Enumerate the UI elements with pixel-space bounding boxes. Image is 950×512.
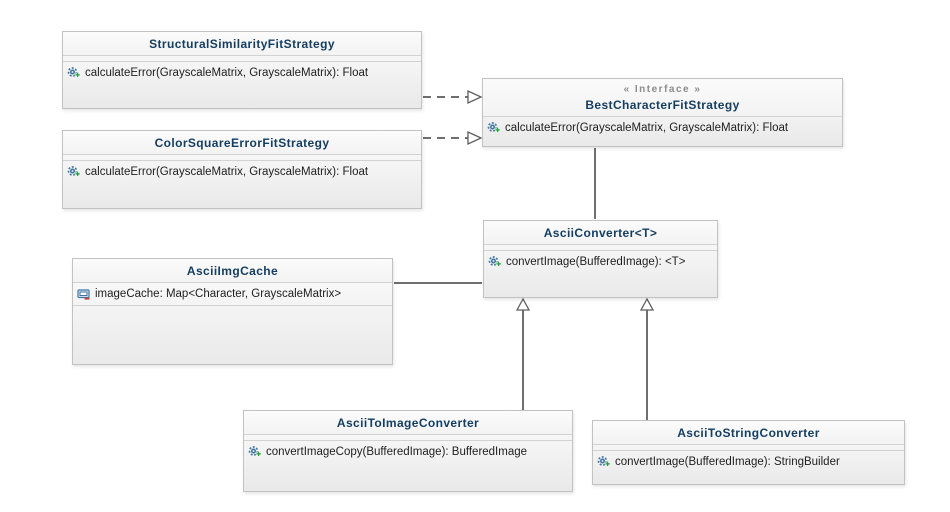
class-name: AsciiToImageConverter [336,416,480,430]
class-best-character-fit-strategy-interface[interactable]: « Interface » BestCharacterFitStrategy c… [482,78,843,147]
class-name: ColorSquareErrorFitStrategy [154,136,330,150]
field-signature: imageCache: Map<Character, GrayscaleMatr… [95,288,342,300]
method-row: calculateError(GrayscaleMatrix, Grayscal… [63,62,421,82]
method-row: calculateError(GrayscaleMatrix, Grayscal… [483,117,842,137]
fields-compartment-empty [484,245,717,251]
class-name: StructuralSimilarityFitStrategy [149,37,335,51]
class-header: StructuralSimilarityFitStrategy [63,32,421,56]
method-signature: convertImageCopy(BufferedImage): Buffere… [266,446,528,458]
method-signature: convertImage(BufferedImage): <T> [506,256,686,268]
class-header: ColorSquareErrorFitStrategy [63,131,421,155]
method-signature: calculateError(GrayscaleMatrix, Grayscal… [85,166,369,178]
class-ascii-to-image-converter[interactable]: AsciiToImageConverter convertImageCopy(B… [243,410,573,492]
class-ascii-to-string-converter[interactable]: AsciiToStringConverter convertImage(Buff… [592,420,905,485]
method-signature: convertImage(BufferedImage): StringBuild… [615,456,840,468]
fields-compartment-empty [63,155,421,161]
method-signature: calculateError(GrayscaleMatrix, Grayscal… [505,122,789,134]
class-header: « Interface » BestCharacterFitStrategy [483,79,842,117]
class-header: AsciiToStringConverter [593,421,904,445]
method-icon [487,122,501,133]
fields-compartment-empty [593,445,904,451]
class-color-square-error-fit-strategy[interactable]: ColorSquareErrorFitStrategy calculateErr… [62,130,422,209]
class-structural-similarity-fit-strategy[interactable]: StructuralSimilarityFitStrategy calculat… [62,31,422,109]
class-name: AsciiImgCache [186,264,279,278]
class-header: AsciiImgCache [73,259,392,283]
field-row: imageCache: Map<Character, GrayscaleMatr… [73,283,392,306]
field-icon [77,288,90,300]
method-icon [597,456,611,467]
class-name: AsciiConverter<T> [543,226,658,240]
method-icon [248,446,262,457]
stereotype-label: « Interface » [623,84,702,95]
generalization-arrowhead-toimage [515,297,531,311]
method-row: convertImage(BufferedImage): StringBuild… [593,451,904,471]
class-ascii-converter[interactable]: AsciiConverter<T> convertImage(BufferedI… [483,220,718,298]
method-row: calculateError(GrayscaleMatrix, Grayscal… [63,161,421,181]
class-header: AsciiConverter<T> [484,221,717,245]
class-header: AsciiToImageConverter [244,411,572,435]
method-signature: calculateError(GrayscaleMatrix, Grayscal… [85,67,369,79]
method-row: convertImage(BufferedImage): <T> [484,251,717,271]
method-icon [67,166,81,177]
class-name: BestCharacterFitStrategy [585,98,740,112]
class-name: AsciiToStringConverter [677,426,820,440]
fields-compartment-empty [244,435,572,441]
generalization-arrowhead-tostring [639,297,655,311]
method-icon [67,67,81,78]
method-icon [488,256,502,267]
realization-arrowhead-colorsquare [467,130,483,146]
class-ascii-img-cache[interactable]: AsciiImgCache imageCache: Map<Character,… [72,258,393,365]
fields-compartment-empty [63,56,421,62]
realization-arrowhead-structural [467,89,483,105]
method-row: convertImageCopy(BufferedImage): Buffere… [244,441,572,461]
